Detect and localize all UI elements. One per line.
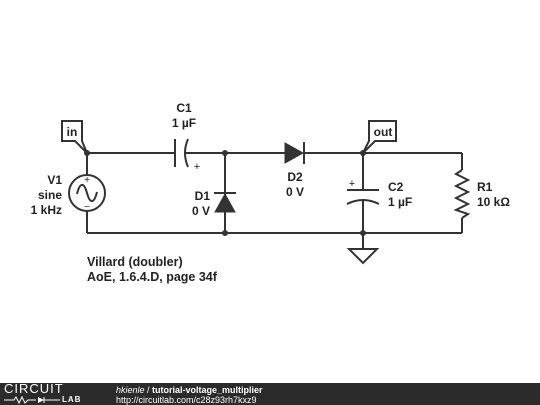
c1-capacitor[interactable]: + — [174, 138, 200, 173]
junction-node — [222, 150, 228, 156]
circuit-title-link[interactable]: tutorial-voltage_multiplier — [152, 385, 263, 395]
logo-wordmark: CIRCUIT — [4, 381, 64, 396]
circuit-description-line2: AoE, 1.6.4.D, page 34f — [87, 270, 218, 284]
logo-circuit-icon — [4, 395, 60, 405]
d1-name: D1 — [195, 189, 211, 203]
port-in-label: in — [67, 125, 78, 139]
c1-name: C1 — [176, 101, 192, 115]
d2-diode[interactable] — [284, 142, 305, 164]
v1-minus-sign: − — [84, 202, 90, 213]
r1-name: R1 — [477, 180, 493, 194]
credits: hkienle / tutorial-voltage_multiplier ht… — [116, 385, 263, 405]
logo-lab-text: LAB — [62, 395, 82, 404]
circuit-description-line1: Villard (doubler) — [87, 255, 183, 269]
v1-plus-sign: + — [84, 175, 90, 186]
d2-name: D2 — [287, 170, 303, 184]
ground-icon — [346, 248, 380, 265]
port-out-label: out — [374, 125, 393, 139]
d1-diode[interactable] — [214, 192, 236, 213]
v1-sine-source[interactable]: + − — [68, 174, 106, 213]
c2-plus-sign: + — [349, 178, 355, 190]
footer-bar: CIRCUIT LAB hkienle / tutorial-voltage_m… — [0, 381, 540, 405]
c2-name: C2 — [388, 180, 404, 194]
junction-node — [360, 230, 366, 236]
author-link[interactable]: hkienle — [116, 385, 145, 395]
d1-value: 0 V — [192, 204, 210, 218]
circuit-url-link[interactable]: http://circuitlab.com/c28z93rh7kxz9 — [116, 395, 257, 405]
v1-name: V1 — [47, 173, 62, 187]
credits-line1: hkienle / tutorial-voltage_multiplier — [116, 385, 263, 395]
credits-separator: / — [144, 385, 153, 395]
c1-plus-sign: + — [194, 161, 200, 173]
r1-value: 10 kΩ — [477, 195, 510, 209]
c2-capacitor[interactable]: + — [346, 178, 380, 205]
d2-value: 0 V — [286, 185, 304, 199]
v1-type: sine — [38, 188, 62, 202]
v1-frequency: 1 kHz — [31, 203, 62, 217]
c1-value: 1 µF — [172, 116, 196, 130]
port-in[interactable]: in — [61, 120, 88, 154]
port-out[interactable]: out — [362, 120, 397, 154]
circuitlab-logo[interactable]: CIRCUIT LAB — [4, 381, 96, 405]
junction-node — [222, 230, 228, 236]
c2-value: 1 µF — [388, 195, 412, 209]
r1-resistor[interactable] — [453, 169, 471, 219]
circuit-schematic: in out + − V1 sine 1 kHz + C1 1 µF D1 0 … — [31, 101, 511, 284]
